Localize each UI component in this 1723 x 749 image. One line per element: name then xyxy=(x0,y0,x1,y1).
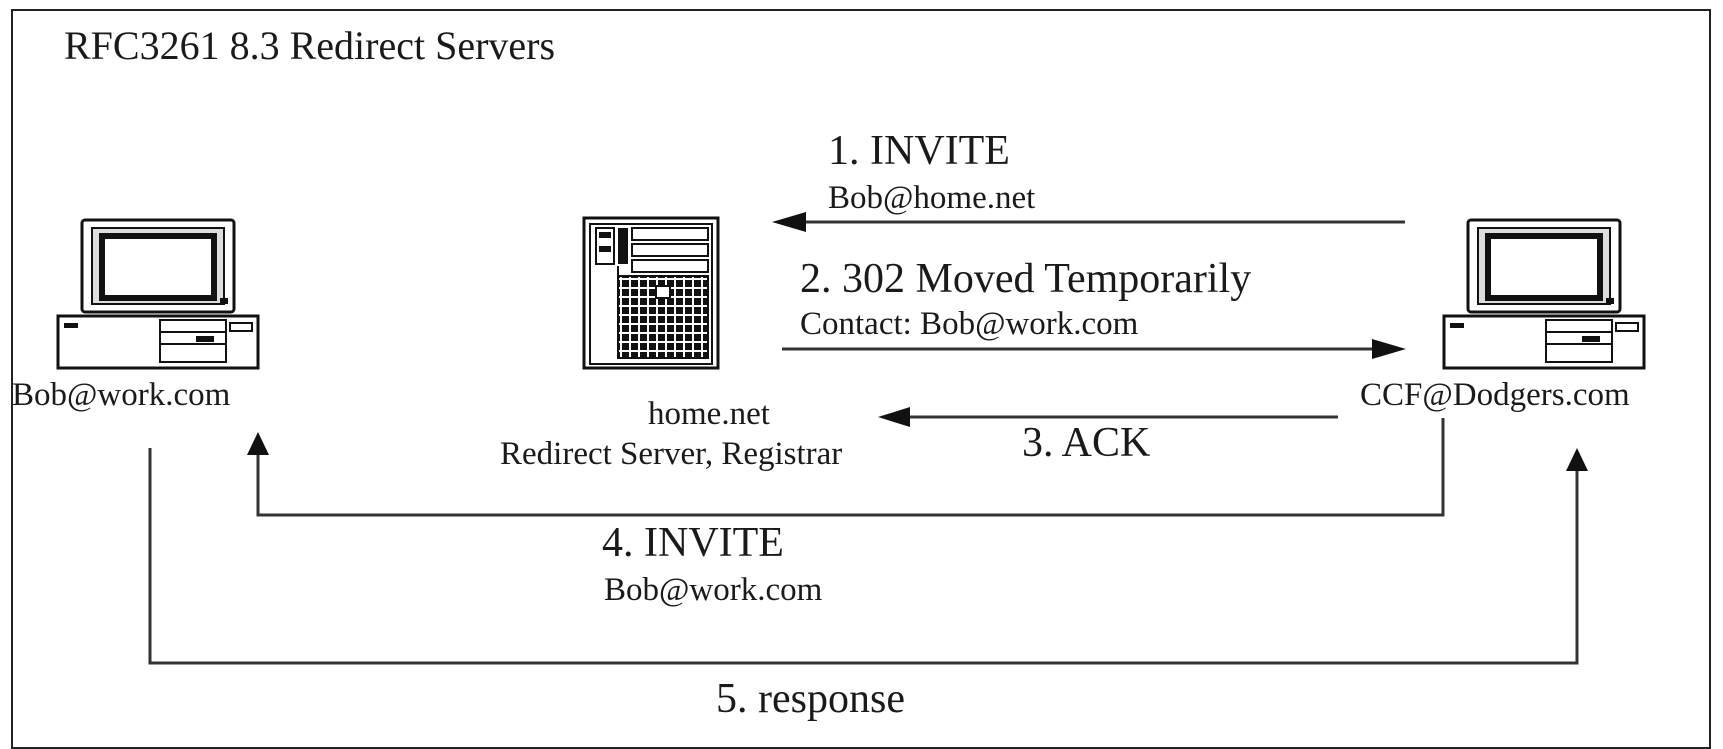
message-2-detail: Contact: Bob@work.com xyxy=(800,306,1139,342)
message-5-step: 5. response xyxy=(716,676,905,722)
message-1-step: 1. INVITE xyxy=(828,128,1010,174)
arrowhead-1 xyxy=(772,212,806,232)
arrow-4-invite xyxy=(256,418,1445,517)
ccf-label: CCF@Dodgers.com xyxy=(1360,377,1630,413)
arrowhead-5 xyxy=(1566,448,1588,471)
diagram-canvas xyxy=(56,212,1646,665)
arrowhead-4 xyxy=(247,432,269,455)
message-3-step: 3. ACK xyxy=(1022,420,1151,466)
bob-work-computer-icon xyxy=(56,218,260,370)
message-4-step: 4. INVITE xyxy=(602,520,784,566)
message-2-step: 2. 302 Moved Temporarily xyxy=(800,256,1252,302)
message-1-detail: Bob@home.net xyxy=(828,180,1036,216)
arrowhead-3 xyxy=(878,407,910,427)
arrowhead-2 xyxy=(1372,339,1406,359)
arrow-5-response xyxy=(148,448,1579,665)
message-4-detail: Bob@work.com xyxy=(604,572,823,608)
ccf-computer-icon xyxy=(1442,218,1646,370)
redirect-server-icon xyxy=(582,216,720,370)
server-name-label: home.net xyxy=(648,396,770,432)
bob-work-label: Bob@work.com xyxy=(12,377,231,413)
diagram-title: RFC3261 8.3 Redirect Servers xyxy=(64,23,556,68)
server-role-label: Redirect Server, Registrar xyxy=(500,436,843,472)
